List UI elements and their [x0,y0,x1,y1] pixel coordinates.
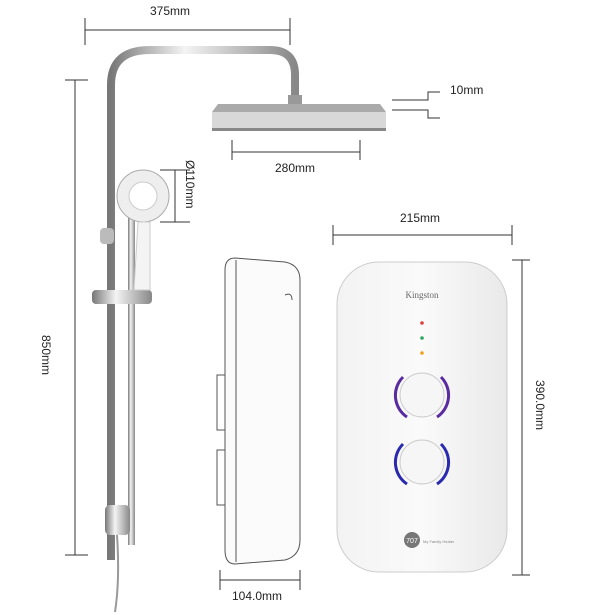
overhead-shower-head [212,95,386,131]
rail-width-label: 375mm [150,4,190,18]
svg-text:707: 707 [406,538,418,545]
temperature-dial[interactable] [393,372,451,419]
head-width-label: 280mm [275,161,315,175]
diverter-valve [105,505,130,535]
model-badge [404,532,420,548]
heater-width-label: 215mm [400,211,440,225]
elcb-indicator [420,336,424,340]
total-height-label: 850mm [39,335,53,375]
dimension-lines [65,18,530,590]
heater-front-panel: Kingston 707 My Family Heater [336,261,508,573]
shower-rail [92,46,299,613]
overheat-indicator [420,351,424,355]
brand-logo: Kingston [405,290,439,300]
handheld-diameter-label: Ø110mm [183,160,197,208]
heater-side-view [216,257,301,565]
heater-depth-label: 104.0mm [232,589,282,603]
svg-text:My Family Heater: My Family Heater [423,539,455,544]
power-dial[interactable] [393,439,451,486]
power-indicator [420,321,424,325]
slider-holder [92,290,152,304]
handheld-shower [116,169,170,291]
head-thickness-label: 10mm [450,83,483,97]
heater-height-label: 390.0mm [533,380,547,430]
rail-bracket-top [100,228,114,244]
